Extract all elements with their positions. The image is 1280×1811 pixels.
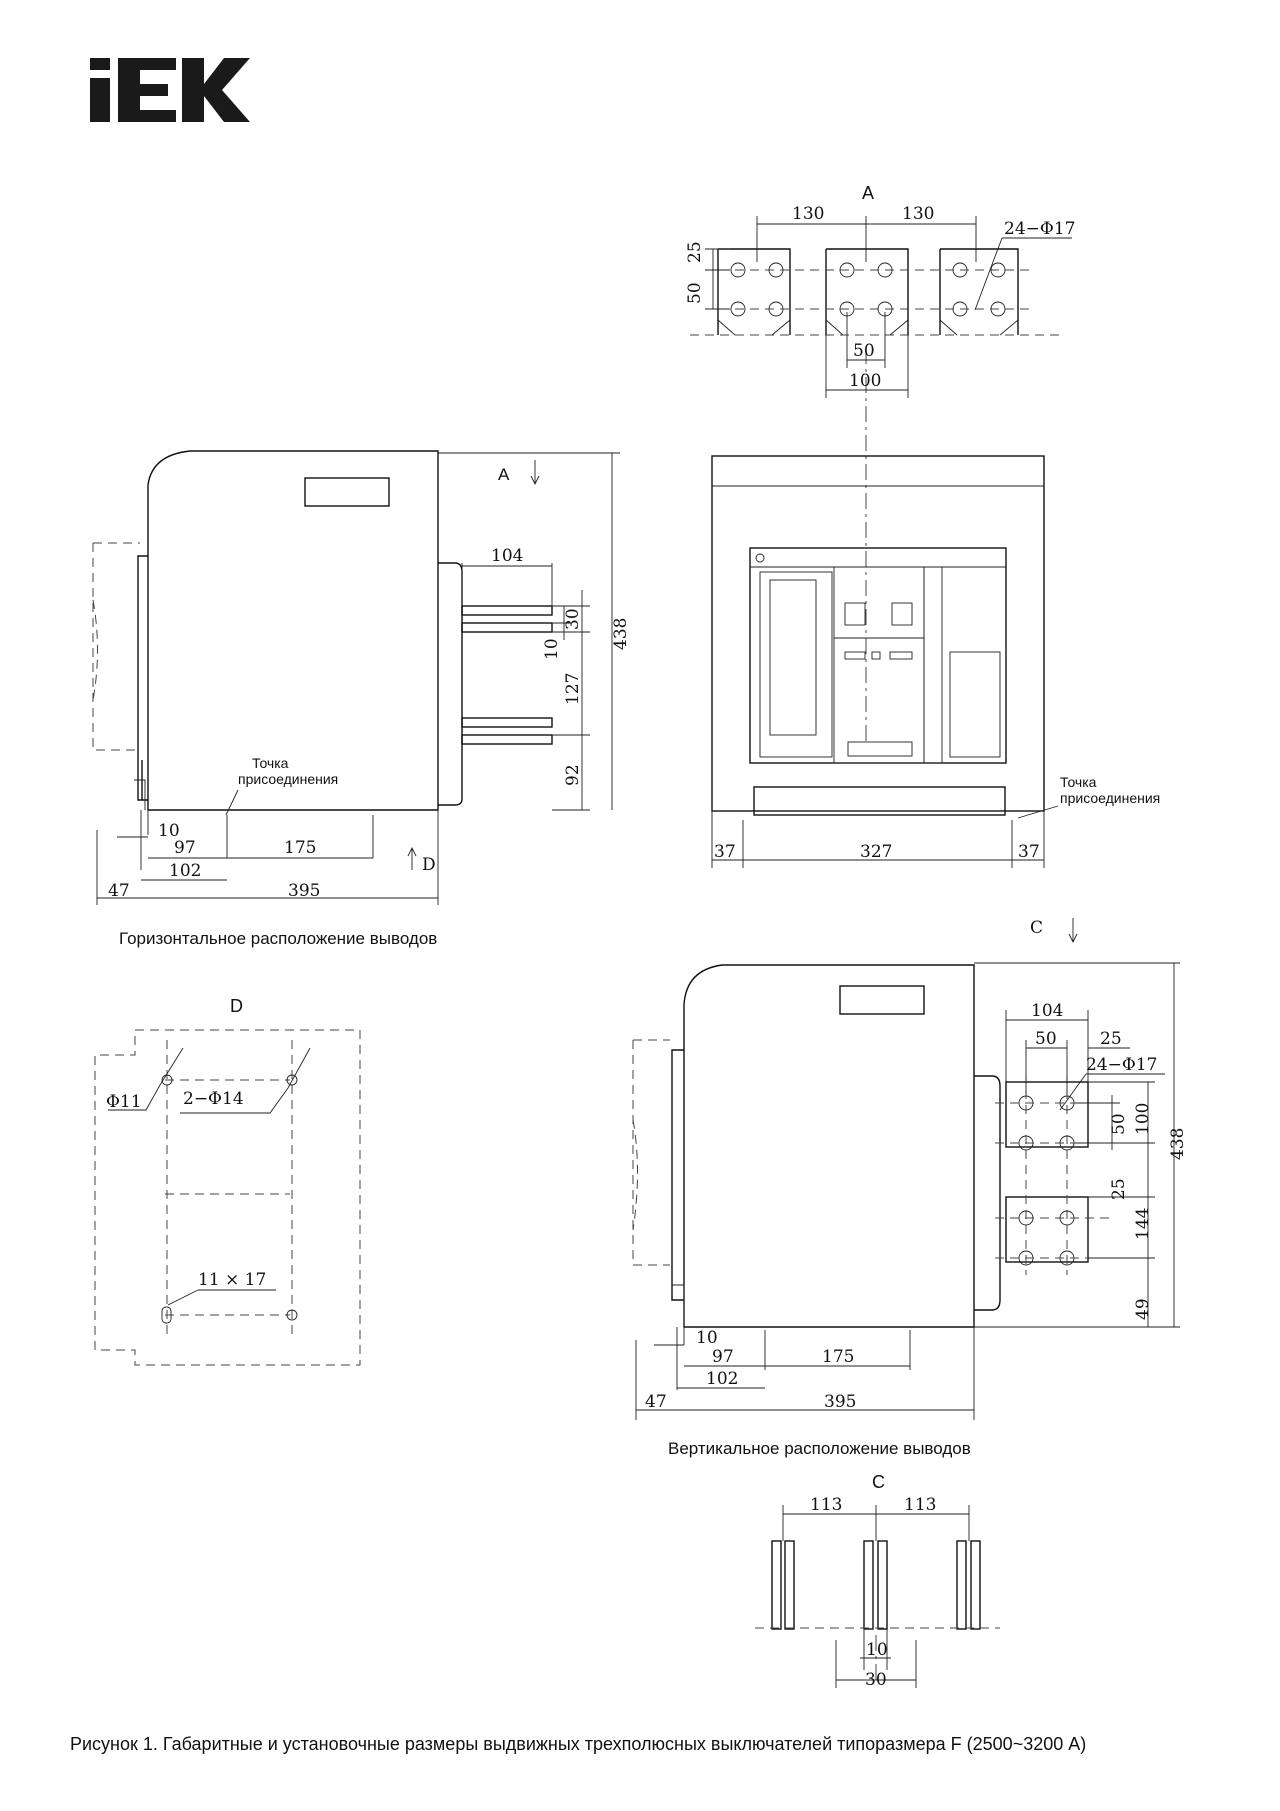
dim-v-144: 144 <box>1133 1208 1153 1240</box>
dim-a-130-right: 130 <box>902 204 934 224</box>
dim-v-104: 104 <box>1031 1001 1063 1021</box>
view-a-marker: A <box>498 465 510 484</box>
connection-point-line1: Точка <box>252 755 289 771</box>
view-a: A 130 130 24−Φ17 25 50 50 100 <box>685 183 1075 745</box>
caption-vertical: Вертикальное расположение выводов <box>668 1439 971 1458</box>
side-view-horizontal: A 438 104 30 10 127 92 Точка присоединен… <box>92 450 631 905</box>
dim-h-30: 30 <box>563 608 583 630</box>
dim-c-30: 30 <box>865 1670 887 1690</box>
view-c-label: C <box>872 1472 885 1492</box>
dim-h-102: 102 <box>169 861 201 881</box>
view-c: C 113 113 10 30 <box>755 1472 1000 1690</box>
dim-c-10: 10 <box>866 1640 888 1660</box>
side-view-vertical: C 104 50 25 24−Φ17 438 50 100 25 <box>632 918 1188 1420</box>
figure-caption: Рисунок 1. Габаритные и установочные раз… <box>70 1734 1086 1754</box>
dim-h-395: 395 <box>288 881 320 901</box>
dim-h-127: 127 <box>563 673 583 705</box>
dim-h-10: 10 <box>542 638 562 660</box>
front-connection-line1: Точка <box>1060 774 1097 790</box>
view-a-label: A <box>862 183 874 203</box>
dim-d-slot: 11 × 17 <box>198 1270 266 1290</box>
dim-v-50: 50 <box>1035 1029 1057 1049</box>
dim-v-102: 102 <box>706 1369 738 1389</box>
dim-v-25b: 25 <box>1109 1178 1129 1200</box>
dim-d-14: 2−Φ14 <box>183 1089 244 1109</box>
connection-point-line2: присоединения <box>238 771 338 787</box>
dim-v-holes: 24−Φ17 <box>1086 1055 1157 1075</box>
dim-h-104: 104 <box>491 546 523 566</box>
dim-c-113-right: 113 <box>904 1495 936 1515</box>
dim-front-37-right: 37 <box>1018 842 1040 862</box>
front-view: Точка присоединения 37 327 37 <box>711 455 1160 868</box>
dim-front-37-left: 37 <box>714 842 736 862</box>
dim-v-49: 49 <box>1133 1298 1153 1320</box>
dim-a-holes: 24−Φ17 <box>1004 219 1075 239</box>
view-d-marker: D <box>422 855 436 875</box>
dim-v-50b: 50 <box>1109 1113 1129 1135</box>
dim-h-92: 92 <box>563 764 583 786</box>
dim-h-438: 438 <box>611 618 631 650</box>
dim-v-395: 395 <box>824 1392 856 1412</box>
view-c-marker: C <box>1030 918 1043 938</box>
iek-logo <box>90 58 250 122</box>
dim-h-10b: 10 <box>158 821 180 841</box>
dim-v-47: 47 <box>645 1392 667 1412</box>
dim-a-50: 50 <box>685 282 705 304</box>
dim-h-175: 175 <box>284 838 316 858</box>
dim-v-438: 438 <box>1168 1128 1188 1160</box>
view-d: D Φ11 2−Φ14 11 × 17 <box>94 996 361 1366</box>
dim-v-25: 25 <box>1100 1029 1122 1049</box>
dim-h-47: 47 <box>108 881 130 901</box>
dim-v-175: 175 <box>822 1347 854 1367</box>
dim-v-97: 97 <box>712 1347 734 1367</box>
dim-c-113-left: 113 <box>810 1495 842 1515</box>
dim-a-130-left: 130 <box>792 204 824 224</box>
dim-a-25: 25 <box>685 241 705 263</box>
view-d-label: D <box>230 996 243 1016</box>
dim-v-10: 10 <box>696 1328 718 1348</box>
dim-d-11: Φ11 <box>106 1092 142 1112</box>
dim-v-100: 100 <box>1133 1103 1153 1135</box>
caption-horizontal: Горизонтальное расположение выводов <box>119 929 437 948</box>
dim-h-97: 97 <box>174 838 196 858</box>
dim-front-327: 327 <box>860 842 892 862</box>
dim-a-inner-50: 50 <box>853 341 875 361</box>
front-connection-line2: присоединения <box>1060 790 1160 806</box>
dim-a-100: 100 <box>849 371 881 391</box>
